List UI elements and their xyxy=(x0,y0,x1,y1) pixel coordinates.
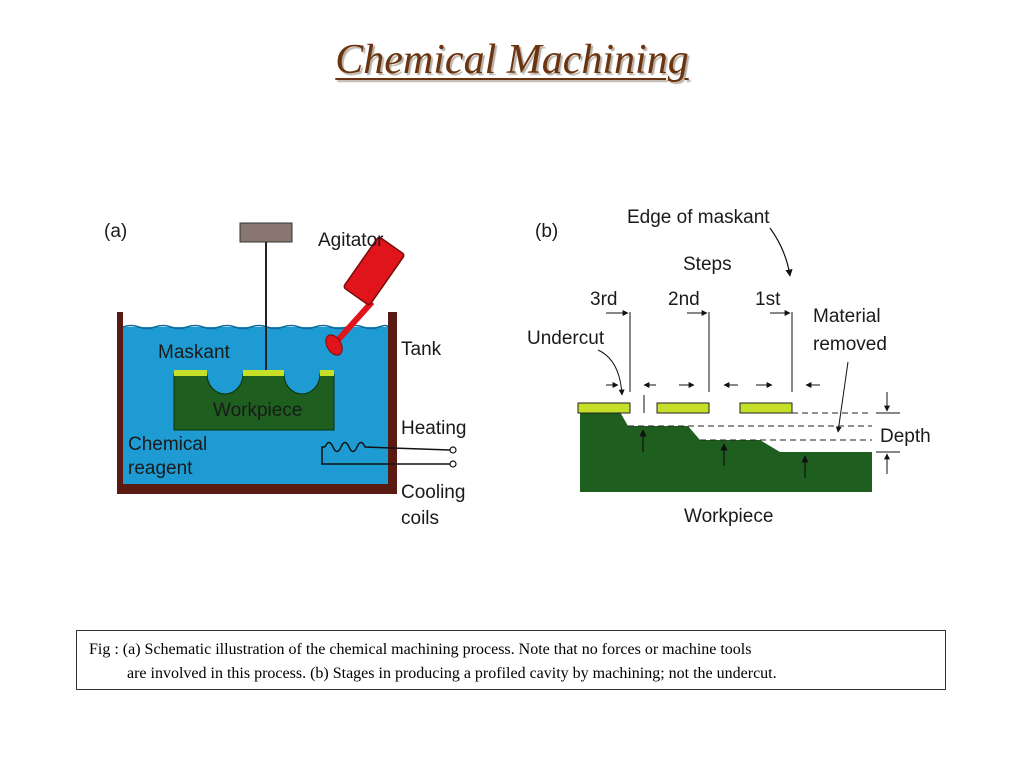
maskant-bar xyxy=(739,402,793,414)
label-depth: Depth xyxy=(880,426,931,447)
label-tank: Tank xyxy=(401,339,442,360)
edge-of-maskant-pointer xyxy=(769,227,793,277)
label-reagent: reagent xyxy=(128,458,193,479)
undercut-pointer xyxy=(597,349,625,396)
material-removed-pointer xyxy=(835,361,849,433)
label-workpiece-b: Workpiece xyxy=(684,506,773,527)
panel-b: (b) xyxy=(527,207,931,527)
label-agitator: Agitator xyxy=(318,230,384,251)
maskant-bar xyxy=(656,402,710,414)
label-workpiece: Workpiece xyxy=(213,400,302,421)
heating-coil xyxy=(321,441,457,468)
label-material: Material xyxy=(813,306,881,327)
label-step-3rd: 3rd xyxy=(590,289,617,310)
panel-b-tag: (b) xyxy=(535,221,558,242)
maskant-strip xyxy=(320,370,334,376)
maskant-bar xyxy=(577,402,631,414)
maskant-strip xyxy=(174,370,207,376)
caption-line-2: are involved in this process. (b) Stages… xyxy=(127,665,777,682)
figure-caption: Fig : (a) Schematic illustration of the … xyxy=(76,630,946,690)
agitator-motor xyxy=(239,222,293,243)
label-undercut: Undercut xyxy=(527,328,605,349)
diagram-canvas: (a) Agitator Tank Maskant xyxy=(104,207,931,529)
label-step-2nd: 2nd xyxy=(668,289,700,310)
panel-a-tag: (a) xyxy=(104,221,127,242)
edge-dimension-arrows xyxy=(606,382,820,413)
label-maskant: Maskant xyxy=(158,342,231,363)
label-steps: Steps xyxy=(683,254,732,275)
workpiece-profile xyxy=(580,412,872,492)
caption-line-1: Fig : (a) Schematic illustration of the … xyxy=(89,641,752,658)
slide-title: Chemical Machining xyxy=(335,37,689,83)
label-coils: coils xyxy=(401,508,439,529)
label-heating: Heating xyxy=(401,418,467,439)
step-lines xyxy=(629,312,793,392)
material-removed-lines xyxy=(628,412,872,441)
thermometer-icon xyxy=(325,236,405,356)
workpiece-block xyxy=(173,373,335,431)
label-cooling: Cooling xyxy=(401,482,465,503)
maskant-strip xyxy=(243,370,284,376)
label-removed: removed xyxy=(813,334,887,355)
depth-dimension xyxy=(876,392,900,474)
panel-a: (a) Agitator Tank Maskant xyxy=(104,221,467,529)
label-edge-of-maskant: Edge of maskant xyxy=(627,207,770,228)
label-chemical: Chemical xyxy=(128,434,207,455)
label-step-1st: 1st xyxy=(755,289,781,310)
